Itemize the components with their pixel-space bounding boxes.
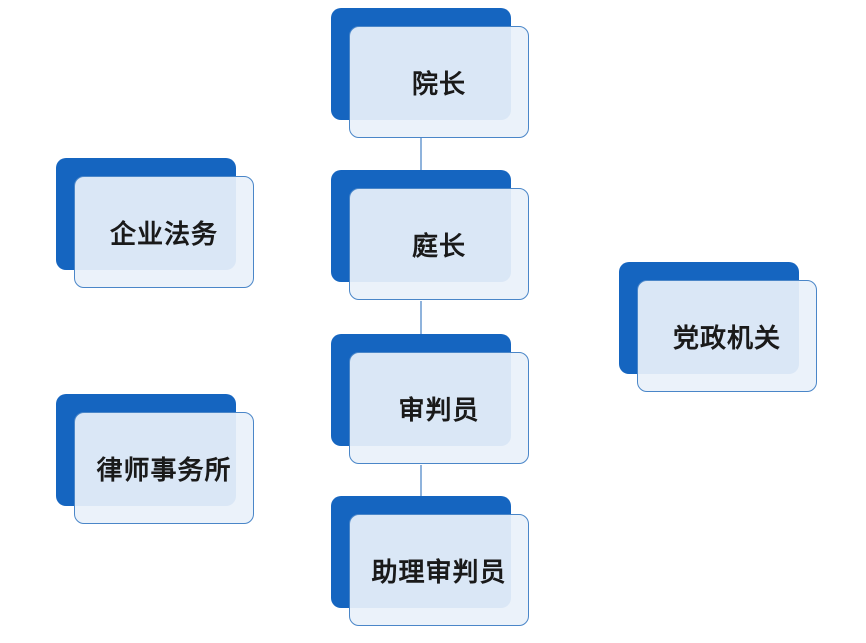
node-chief-judge: 庭长 (331, 170, 531, 300)
node-label: 党政机关 (672, 323, 781, 354)
node-front (349, 514, 529, 626)
node-front (349, 188, 529, 300)
node-front (74, 412, 254, 524)
node-judge: 审判员 (331, 334, 531, 464)
node-label: 庭长 (411, 231, 466, 262)
node-front (349, 352, 529, 464)
node-party-government: 党政机关 (619, 262, 819, 392)
node-corporate-legal: 企业法务 (56, 158, 256, 288)
node-front (74, 176, 254, 288)
node-law-firm: 律师事务所 (56, 394, 256, 524)
node-assistant-judge: 助理审判员 (331, 496, 531, 626)
node-president: 院长 (331, 8, 531, 138)
connector-judge-assistant-judge (420, 465, 422, 498)
connector-president-chief-judge (420, 138, 422, 173)
node-label: 院长 (411, 69, 466, 100)
node-front (349, 26, 529, 138)
node-label: 律师事务所 (96, 455, 232, 486)
connector-chief-judge-judge (420, 301, 422, 336)
node-label: 审判员 (398, 395, 480, 426)
node-front (637, 280, 817, 392)
node-label: 企业法务 (109, 219, 218, 250)
node-label: 助理审判员 (371, 557, 507, 588)
